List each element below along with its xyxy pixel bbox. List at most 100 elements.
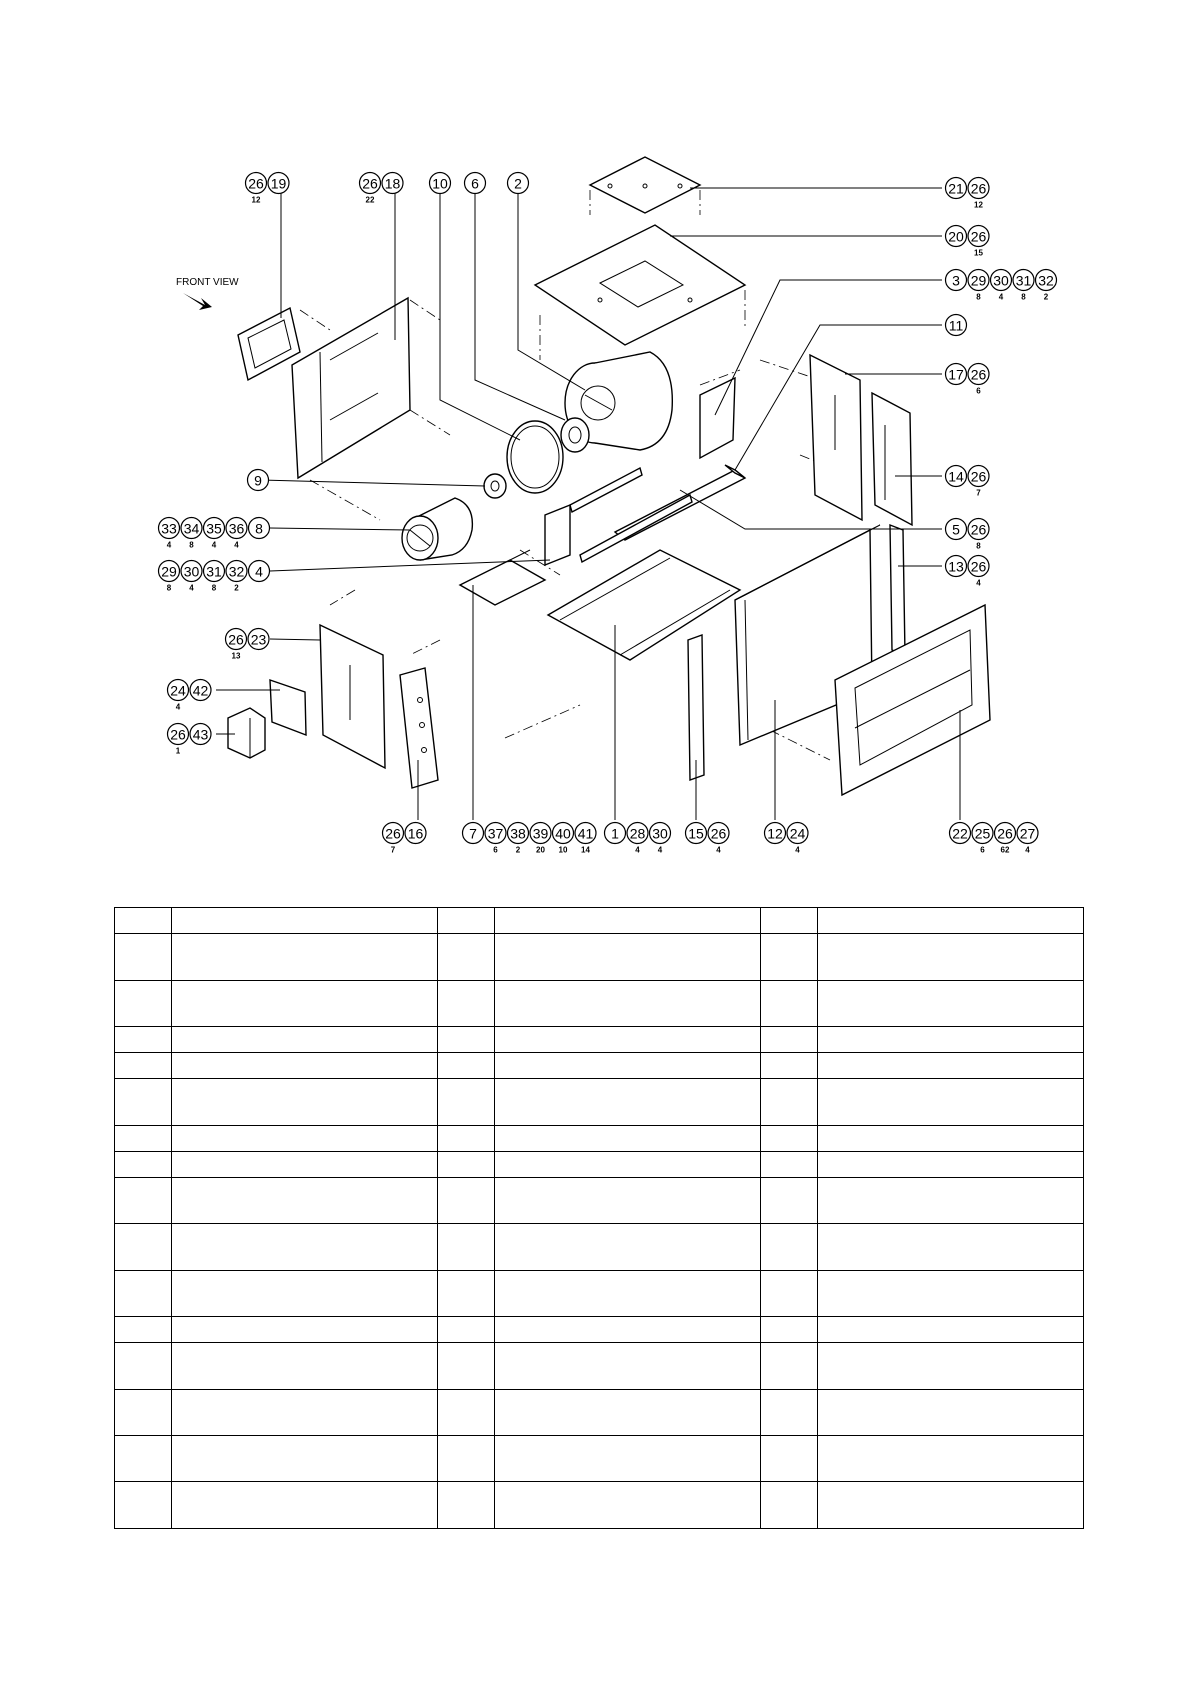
callout-bubble [166, 678, 190, 702]
callout-bubble [944, 176, 968, 200]
callout-bubble [967, 176, 990, 200]
callout-part-number: 26 [971, 367, 987, 383]
callout-part-number: 4 [255, 564, 263, 580]
part-9-motor-pulley [483, 473, 507, 499]
callout-part-number: 26 [385, 826, 401, 842]
table-cell [817, 1223, 1084, 1271]
callout-part-number: 17 [948, 367, 964, 383]
callout-bubble [971, 821, 994, 845]
callout-part-number: 14 [948, 469, 964, 485]
part-23-end-panel [319, 623, 386, 770]
table-cell [171, 1150, 438, 1179]
exploded-parts-diagram: FRONT VIEW [157, 156, 1058, 855]
callout-bubble [244, 171, 268, 195]
table-cell [760, 1124, 818, 1152]
part-1-base-frame [546, 549, 742, 661]
callout-part-number: 41 [578, 826, 594, 842]
callout-bubble [202, 559, 226, 583]
callout-quantity: 4 [635, 846, 640, 855]
table-row [114, 1078, 1084, 1126]
table-cell [760, 1316, 818, 1344]
callout-quantity: 10 [559, 846, 568, 855]
callout-bubble [944, 554, 968, 578]
table-cell [437, 1223, 495, 1271]
table-cell [171, 1435, 438, 1483]
table-cell [494, 1481, 761, 1529]
callout-bubble [224, 627, 248, 651]
table-cell [494, 1177, 761, 1225]
table-cell [114, 1223, 172, 1271]
part-3-bracket [699, 376, 736, 460]
callout-part-number: 8 [255, 521, 263, 537]
callout-bubble [461, 821, 485, 845]
table-cell [760, 1269, 818, 1318]
callout-part-number: 26 [971, 559, 987, 575]
table-row [114, 1269, 1084, 1318]
callout-part-number: 26 [971, 181, 987, 197]
callout-part-number: 15 [688, 826, 704, 842]
leader-lines [216, 183, 961, 820]
table-cell [437, 1150, 495, 1179]
table-cell [760, 933, 818, 981]
callout-part-number: 27 [1020, 826, 1036, 842]
part-6-fan-pulley [560, 417, 590, 453]
callout-part-number: 13 [948, 559, 964, 575]
table-cell [437, 979, 495, 1027]
table-row [114, 1481, 1084, 1529]
callout-bubble [484, 821, 507, 845]
callout-part-number: 29 [971, 273, 987, 289]
table-row [114, 1052, 1084, 1080]
callout-part-number: 30 [993, 273, 1009, 289]
table-row [114, 1342, 1084, 1390]
callout-quantity: 8 [976, 542, 981, 551]
table-cell [817, 1481, 1084, 1529]
table-cell [437, 933, 495, 981]
callout-quantity: 4 [999, 293, 1004, 302]
table-cell [171, 1052, 438, 1080]
callout-bubble [944, 517, 968, 541]
callout-part-number: 5 [952, 522, 960, 538]
callout-bubble [967, 554, 990, 578]
callout-bubble [967, 362, 990, 386]
table-cell [114, 1342, 172, 1390]
table-cell [817, 1316, 1084, 1344]
callout-part-number: 32 [229, 564, 245, 580]
callout-part-number: 22 [952, 826, 968, 842]
callout-bubble [944, 268, 968, 292]
table-cell [171, 1316, 438, 1344]
callout-bubble [1034, 268, 1058, 292]
table-cell [171, 1025, 438, 1054]
table-cell [437, 1078, 495, 1126]
callout-bubble [551, 821, 575, 845]
callout-quantity: 6 [976, 387, 981, 396]
callout-part-number: 3 [952, 273, 960, 289]
callout-quantity: 2 [516, 846, 521, 855]
table-cell [817, 1435, 1084, 1483]
part-4-motor-bracket [544, 466, 643, 567]
table-cell [817, 1124, 1084, 1152]
part-16-panel [399, 667, 439, 789]
callout-bubble [463, 171, 487, 195]
callout-bubble [404, 821, 427, 845]
callout-part-number: 43 [193, 727, 209, 743]
callout-bubble [381, 821, 405, 845]
callout-bubble [944, 464, 968, 488]
callout-part-number: 24 [790, 826, 806, 842]
callout-bubble [381, 171, 404, 195]
table-cell [114, 1269, 172, 1318]
table-row [114, 1388, 1084, 1437]
callout-bubble [948, 821, 972, 845]
callout-quantity: 4 [167, 541, 172, 550]
table-cell [437, 1025, 495, 1054]
part-19-flange [237, 306, 301, 382]
callout-quantity: 12 [974, 201, 983, 210]
callout-part-number: 9 [254, 473, 262, 489]
table-cell [817, 1150, 1084, 1179]
